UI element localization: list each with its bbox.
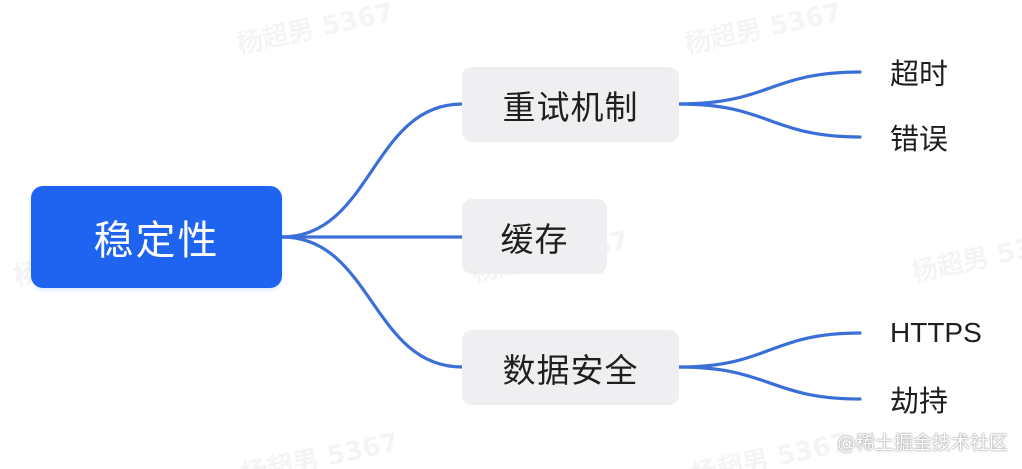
connector-retry-to-timeout xyxy=(677,70,862,106)
connector-security-to-hijack xyxy=(677,365,862,401)
branch-node-cache[interactable]: 缓存 xyxy=(462,199,607,274)
branch-node-security[interactable]: 数据安全 xyxy=(462,330,679,405)
leaf-node-error[interactable]: 错误 xyxy=(890,122,949,156)
branch-node-retry[interactable]: 重试机制 xyxy=(462,67,679,142)
connector-root-to-retry xyxy=(280,102,464,239)
source-watermark: @稀土掘金技术社区 xyxy=(836,432,1008,454)
connector-retry-to-error xyxy=(677,102,862,139)
leaf-node-https[interactable]: HTTPS xyxy=(890,317,982,348)
root-node[interactable]: 稳定性 xyxy=(31,186,282,288)
leaf-node-timeout[interactable]: 超时 xyxy=(890,57,949,91)
leaf-node-hijack[interactable]: 劫持 xyxy=(890,384,949,418)
connector-security-to-https xyxy=(677,331,862,369)
connector-root-to-security xyxy=(280,235,464,369)
